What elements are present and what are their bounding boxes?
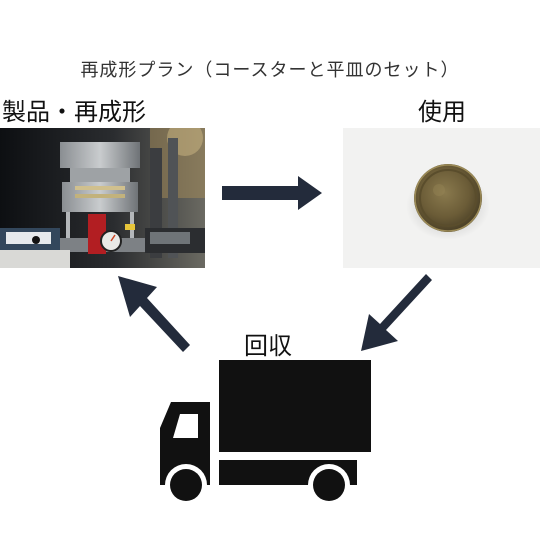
label-products-reforming: 製品・再成形 <box>2 98 146 126</box>
arrow-up-left-icon <box>118 276 190 352</box>
arrow-down-left-icon <box>361 274 432 351</box>
photo-brass-plate <box>343 128 540 268</box>
label-collect: 回収 <box>244 332 292 360</box>
label-use: 使用 <box>418 98 466 126</box>
photo-press-machine <box>0 128 205 268</box>
arrow-right-icon <box>222 176 322 210</box>
diagram-title: 再成形プラン（コースターと平皿のセット） <box>80 60 460 81</box>
truck-icon <box>160 360 371 506</box>
